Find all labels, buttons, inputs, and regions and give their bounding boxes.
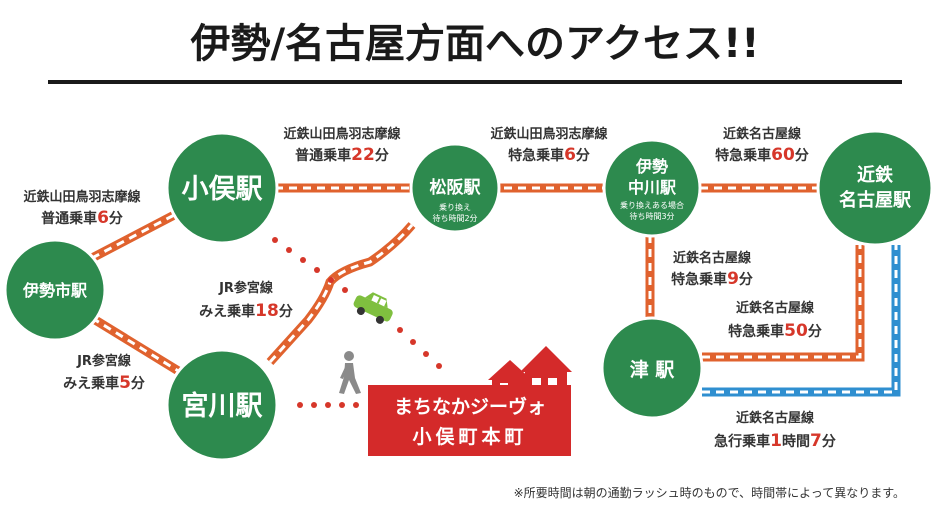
travel-time: 普通乗車22分 <box>295 145 389 165</box>
route-label-miyagawa-matsusaka: JR参宮線 みえ乗車18分 <box>199 280 293 321</box>
transfer-note: 乗り換えある場合 <box>620 200 684 210</box>
station-ise-nakagawa: 伊勢 中川駅 乗り換えある場合 待ち時間3分 <box>602 138 702 238</box>
station-matsusaka: 松阪駅 乗り換え 待ち時間2分 <box>409 142 501 234</box>
line-name: JR参宮線 <box>76 353 132 369</box>
route-label-nakagawa-tsu: 近鉄名古屋線 特急乗車9分 <box>671 250 753 289</box>
travel-time: みえ乗車18分 <box>199 301 293 321</box>
station-miyagawa: 宮川駅 <box>165 348 279 462</box>
rail-lines <box>89 183 901 397</box>
rail-miyagawa-matsusaka <box>266 222 416 366</box>
travel-time: みえ乗車5分 <box>63 373 145 393</box>
line-name: 近鉄名古屋線 <box>673 250 752 266</box>
transfer-wait-note: 待ち時間2分 <box>432 213 477 223</box>
line-name: 近鉄山田鳥羽志摩線 <box>283 126 401 142</box>
travel-time: 特急乗車50分 <box>728 321 822 341</box>
route-label-matsusaka-nakagawa: 近鉄山田鳥羽志摩線 特急乗車6分 <box>490 126 608 165</box>
line-name: JR参宮線 <box>218 280 274 296</box>
station-label-line2: 名古屋駅 <box>839 189 912 211</box>
transfer-note: 乗り換え <box>439 202 471 212</box>
travel-time: 急行乗車1時間7分 <box>714 431 836 451</box>
destination-name: まちなかジーヴォ <box>394 395 546 418</box>
station-label: 松阪駅 <box>430 177 482 198</box>
station-iseshi: 伊勢市駅 <box>3 238 107 342</box>
station-label: 小俣駅 <box>182 174 263 205</box>
title-underline <box>48 80 902 84</box>
route-label-tsu-nagoya-rapid: 近鉄名古屋線 急行乗車1時間7分 <box>714 410 836 451</box>
transfer-wait-note: 待ち時間3分 <box>629 211 674 221</box>
route-label-nakagawa-nagoya: 近鉄名古屋線 特急乗車60分 <box>715 126 809 165</box>
station-obata: 小俣駅 <box>165 131 279 245</box>
rail-iseshi-miyagawa <box>89 314 183 376</box>
station-label-line1: 近鉄 <box>857 164 893 186</box>
line-name: 近鉄山田鳥羽志摩線 <box>23 189 141 205</box>
route-label-iseshi-miyagawa: JR参宮線 みえ乗車5分 <box>63 353 145 393</box>
station-label-line1: 伊勢 <box>635 157 668 176</box>
station-label: 宮川駅 <box>182 390 263 422</box>
rail-tsu-nagoya-rapid <box>702 245 901 397</box>
route-label-tsu-nagoya-express: 近鉄名古屋線 特急乗車50分 <box>728 300 822 341</box>
page-title: 伊勢/名古屋方面へのアクセス!! <box>189 21 759 67</box>
car-icon <box>353 292 393 324</box>
route-label-iseshi-obata: 近鉄山田鳥羽志摩線 普通乗車6分 <box>23 189 141 228</box>
travel-time: 特急乗車9分 <box>671 269 753 289</box>
line-name: 近鉄名古屋線 <box>723 126 802 142</box>
station-label: 津 駅 <box>630 358 676 381</box>
destination-box: まちなかジーヴォ 小俣町本町 <box>368 385 571 456</box>
line-name: 近鉄山田鳥羽志摩線 <box>490 126 608 142</box>
walking-paths <box>272 237 442 408</box>
line-name: 近鉄名古屋線 <box>736 410 815 426</box>
travel-time: 普通乗車6分 <box>41 208 123 228</box>
station-kintetsu-nagoya: 近鉄 名古屋駅 <box>816 129 934 247</box>
travel-time: 特急乗車6分 <box>508 145 590 165</box>
station-label: 伊勢市駅 <box>22 281 88 300</box>
station-label-line2: 中川駅 <box>628 178 677 197</box>
line-name: 近鉄名古屋線 <box>736 300 815 316</box>
rail-tsu-nagoya-express <box>702 245 865 362</box>
destination-address: 小俣町本町 <box>412 425 527 448</box>
station-tsu: 津 駅 <box>600 316 704 420</box>
footnote: ※所要時間は朝の通勤ラッシュ時のもので、時間帯によって異なります。 <box>514 486 905 500</box>
travel-time: 特急乗車60分 <box>715 145 809 165</box>
walking-person-icon <box>339 351 361 394</box>
rail-iseshi-obata <box>89 208 183 262</box>
route-label-obata-matsusaka: 近鉄山田鳥羽志摩線 普通乗車22分 <box>283 126 401 165</box>
